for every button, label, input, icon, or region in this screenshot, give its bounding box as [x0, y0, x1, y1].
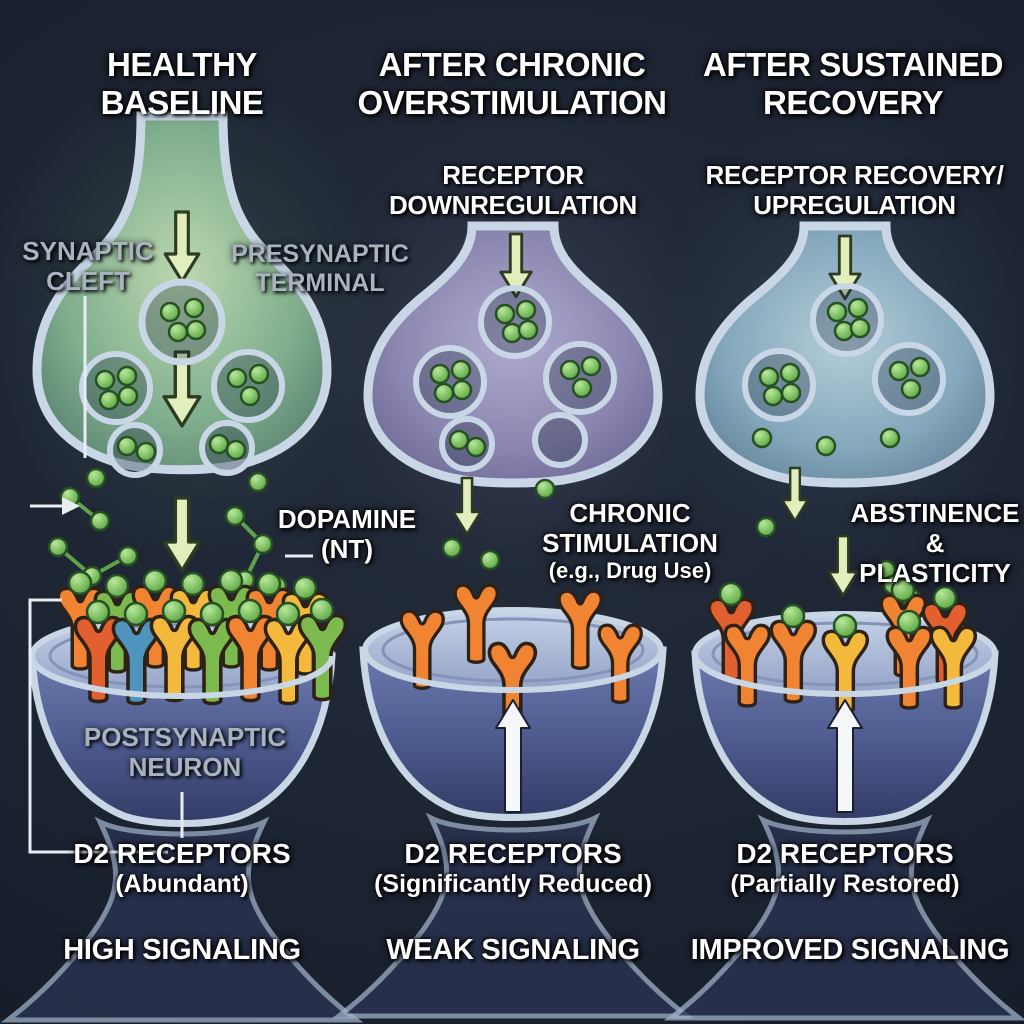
annotation-lines [28, 296, 313, 854]
subtitle-receptor-recovery: RECEPTOR RECOVERY/ UPREGULATION [705, 160, 1004, 221]
membrane-front-edge [692, 653, 998, 697]
signaling-status-weak: WEAK SIGNALING [386, 934, 640, 966]
label-drug-use: (e.g., Drug Use) [548, 558, 712, 584]
panel-sustained-recovery [671, 226, 1019, 1018]
subtitle-receptor-downregulation: RECEPTOR DOWNREGULATION [388, 160, 638, 221]
panel-chronic-overstimulation [339, 226, 687, 1016]
membrane-front-edge [29, 655, 335, 699]
d2-receptors-state: (Significantly Reduced) [374, 870, 652, 899]
column-title-healthy: HEALTHY BASELINE [100, 46, 264, 122]
panel-healthy-baseline [8, 116, 356, 1020]
membrane-front-edge [362, 649, 664, 693]
signaling-status-improved: IMPROVED SIGNALING [690, 934, 1010, 966]
label-chronic-stimulation: CHRONIC STIMULATION [542, 498, 718, 559]
column-title-recovery: AFTER SUSTAINED RECOVERY [703, 46, 1003, 122]
d2-receptors-label: D2 RECEPTORS [736, 838, 954, 869]
label-synaptic-cleft: SYNAPTIC CLEFT [22, 236, 154, 297]
label-postsynaptic-neuron: POSTSYNAPTIC NEURON [83, 722, 287, 783]
d2-receptors-label: D2 RECEPTORS [404, 838, 622, 869]
label-presynaptic-terminal: PRESYNAPTIC TERMINAL [231, 240, 409, 297]
label-abstinence-plasticity: ABSTINENCE & PLASTICITY [850, 498, 1020, 589]
label-dopamine-nt: DOPAMINE (NT) [277, 504, 417, 565]
d2-receptors-label: D2 RECEPTORS [73, 838, 291, 869]
column-title-overstimulation: AFTER CHRONIC OVERSTIMULATION [357, 46, 667, 122]
d2-receptors-state: (Abundant) [115, 870, 249, 899]
signaling-status-high: HIGH SIGNALING [63, 934, 301, 966]
d2-receptors-state: (Partially Restored) [730, 870, 960, 899]
